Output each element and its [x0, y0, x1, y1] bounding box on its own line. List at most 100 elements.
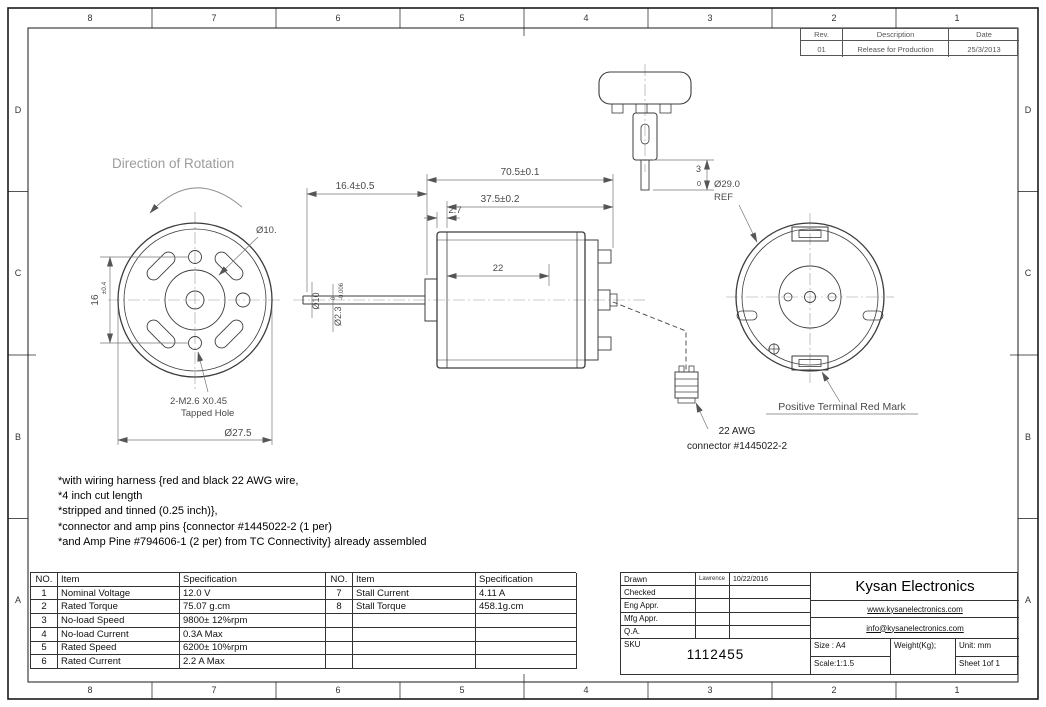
zone-label: 3 — [707, 685, 713, 695]
rev-header-rev: Rev. — [801, 29, 843, 41]
spec-item: Nominal Voltage — [58, 586, 180, 601]
spec-cell-empty — [353, 614, 476, 628]
spec-item: No-load Current — [58, 627, 180, 642]
front-hub-circle — [164, 269, 226, 331]
rear-terminal-top — [791, 226, 829, 242]
company-website: www.kysanelectronics.com — [811, 601, 1019, 618]
spec-value: 9800± 12%rpm — [180, 614, 326, 628]
note-line: *connector and amp pins {connector #1445… — [58, 520, 332, 533]
approval-label: Mfg Appr. — [621, 612, 696, 626]
spec-header-no: NO. — [326, 573, 353, 587]
dim-pin-tol: 0 — [697, 179, 701, 188]
wire-harness — [612, 301, 709, 430]
company-name: Kysan Electronics — [811, 573, 1019, 601]
spec-value: 6200± 10%rpm — [180, 641, 326, 656]
rev-header-date: Date — [949, 29, 1019, 41]
side-view-dimensions — [306, 174, 614, 332]
front-shaft-circle — [185, 290, 205, 310]
direction-of-rotation-label: Direction of Rotation — [112, 156, 234, 171]
rev-header-description: Description — [843, 29, 949, 41]
spec-table: NO. Item Specification NO. Item Specific… — [30, 572, 577, 669]
zone-label: 5 — [459, 685, 465, 695]
spec-header-item: Item — [58, 573, 180, 587]
harness-awg-label: 22 AWG — [719, 426, 756, 437]
zone-label: 8 — [87, 685, 93, 695]
front-flange-circle — [123, 228, 267, 372]
spec-value: 0.3A Max — [180, 627, 326, 642]
wire-path — [612, 301, 687, 372]
positive-mark — [768, 343, 780, 355]
spec-item: No-load Speed — [58, 614, 180, 628]
rear-shaft-end — [609, 293, 618, 307]
approval-label: Checked — [621, 586, 696, 600]
spec-item: Stall Current — [353, 586, 476, 601]
zone-label: C — [14, 268, 22, 278]
rev-value-description: Release for Production — [843, 41, 949, 57]
spec-no: 2 — [31, 600, 58, 615]
dim-shaft-length: 16.4±0.5 — [336, 181, 375, 192]
rear-hub-circle — [778, 265, 842, 329]
front-view — [108, 187, 282, 390]
svg-text:Ø2.3: Ø2.3 — [333, 306, 343, 326]
spec-value: 4.11 A — [476, 586, 577, 601]
approval-label: Q.A. — [621, 625, 696, 639]
front-view-dimensions — [100, 236, 273, 445]
dim-rear-ref: REF — [714, 192, 733, 203]
approval-date: 10/22/2016 — [730, 573, 811, 587]
zone-ticks — [8, 8, 1038, 699]
front-outer-circle — [117, 222, 273, 378]
sheet-number: Sheet 1of 1 — [959, 659, 1000, 668]
sku-label: SKU — [624, 640, 641, 649]
revision-table: Rev. Description Date 01 Release for Pro… — [800, 28, 1019, 57]
note-line: *and Amp Pine #794606-1 (2 per) from TC … — [58, 535, 427, 548]
zone-label: B — [14, 432, 22, 442]
spec-item: Rated Current — [58, 655, 180, 669]
note-line: *4 inch cut length — [58, 490, 143, 503]
sheet-size: Size : A4 — [811, 639, 891, 657]
spec-cell-empty — [326, 614, 353, 628]
approval-name — [696, 599, 730, 613]
zone-label: 3 — [707, 13, 713, 23]
zone-label: 2 — [831, 685, 837, 695]
spec-cell-empty — [326, 641, 353, 656]
sku-value: 1112455 — [686, 647, 745, 662]
vent-slot — [214, 319, 244, 349]
approval-label: Drawn — [621, 573, 696, 587]
zone-label: 5 — [459, 13, 465, 23]
spec-cell-empty — [476, 614, 577, 628]
sheet-unit: Unit: mm — [956, 639, 1019, 657]
vent-slot — [146, 319, 176, 349]
zone-label: 4 — [583, 685, 589, 695]
front-side-hole — [235, 292, 251, 308]
note-line: *stripped and tinned (0.25 inch)}, — [58, 505, 218, 518]
spec-cell-empty — [326, 627, 353, 642]
terminal-tab-bottom — [597, 336, 612, 351]
vent-slot — [146, 251, 176, 281]
approval-name — [696, 612, 730, 626]
tapped-hole-callout-2: Tapped Hole — [181, 408, 234, 419]
spec-no: 6 — [31, 655, 58, 669]
spec-no: 7 — [326, 586, 353, 601]
dim-hub-dia: Ø10. — [256, 225, 277, 236]
spec-item: Rated Torque — [58, 600, 180, 615]
sheet-scale: Scale:1:1.5 — [811, 657, 891, 674]
rear-outer-circle — [735, 222, 885, 372]
rear-bushing-circle — [804, 291, 816, 303]
rev-value-rev: 01 — [801, 41, 843, 57]
dim-boss-dia: Ø10 — [311, 292, 321, 309]
dim-front-outer-dia: Ø27.5 — [224, 428, 252, 439]
zone-label: A — [14, 595, 22, 605]
spec-no: 3 — [31, 614, 58, 628]
dim-hole-spacing-tol: ±0.4 — [101, 281, 108, 294]
spec-value: 75.07 g.cm — [180, 600, 326, 615]
rear-terminal-bottom — [791, 355, 829, 371]
approval-name — [696, 625, 730, 639]
approval-date — [730, 625, 811, 639]
positive-terminal-label: Positive Terminal Red Mark — [778, 401, 906, 413]
connector-dimensions — [653, 159, 714, 191]
sheet-weight: Weight(Kg); — [891, 639, 956, 674]
side-view — [293, 231, 648, 369]
dim-hole-spacing: 16 — [90, 294, 101, 306]
